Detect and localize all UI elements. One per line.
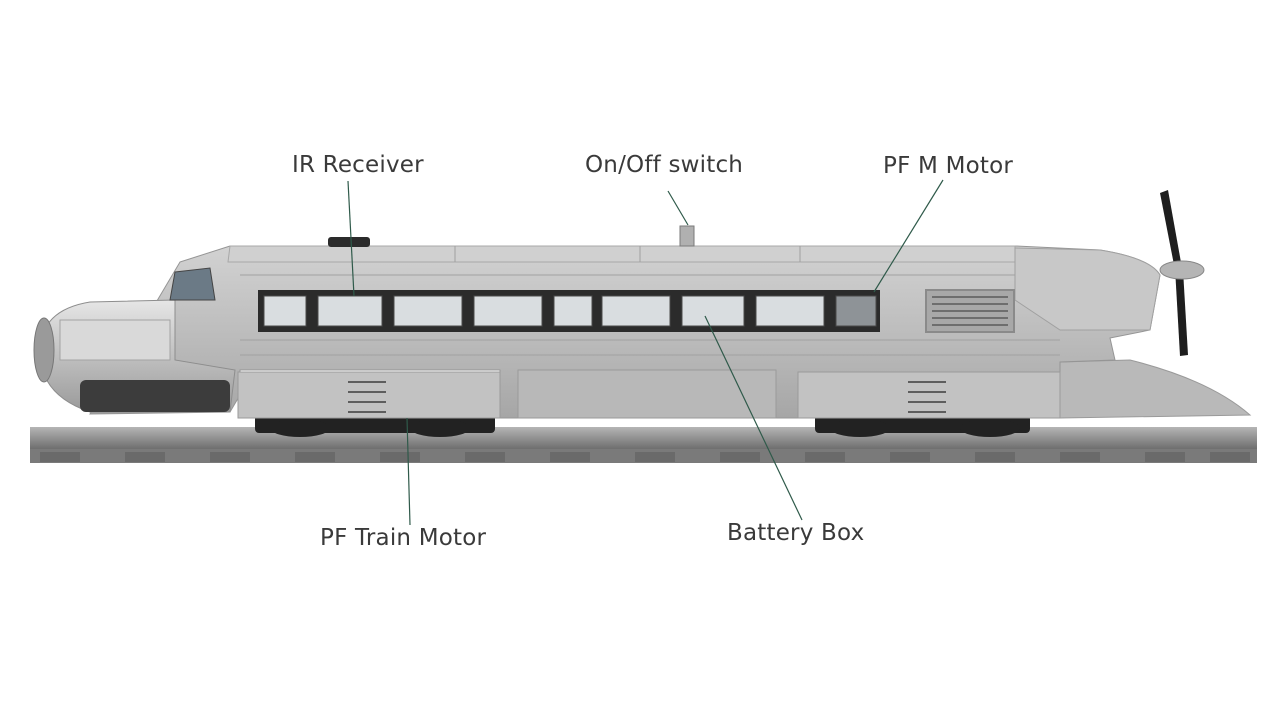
- label-on-off-switch: On/Off switch: [585, 152, 744, 178]
- label-ir-receiver: IR Receiver: [292, 152, 424, 178]
- nose-underside: [80, 380, 230, 412]
- leader-ir-receiver: [347, 180, 355, 297]
- rear-motor-box: [797, 371, 1061, 419]
- leader-battery-box: [704, 315, 803, 521]
- leader-pf-train-motor: [406, 417, 411, 526]
- windows: [263, 295, 877, 327]
- tail-fairing: [1059, 359, 1252, 419]
- leader-lines: [347, 179, 944, 526]
- propeller: [1159, 190, 1205, 356]
- track: [30, 427, 1257, 463]
- headlight: [33, 317, 55, 383]
- front-motor-box: [237, 371, 501, 419]
- wheels: [255, 415, 1030, 437]
- roof-hatch: [328, 237, 370, 247]
- propeller-hub: [1159, 260, 1205, 280]
- nose-panel: [59, 319, 171, 361]
- leader-on-off-switch: [667, 190, 689, 226]
- label-pf-train-motor: PF Train Motor: [320, 525, 487, 551]
- panel-lines: [240, 246, 1060, 356]
- rail: [30, 427, 1257, 449]
- rear-grille: [925, 289, 1015, 333]
- sleepers: [40, 452, 1250, 462]
- label-battery-box: Battery Box: [727, 520, 865, 546]
- leader-pf-m-motor: [873, 179, 944, 293]
- rear-wedge: [1014, 247, 1161, 331]
- propeller-blade-upper: [1160, 190, 1182, 270]
- on-off-switch-knob: [679, 225, 695, 247]
- label-pf-m-motor: PF M Motor: [883, 153, 1014, 179]
- center-skirt: [517, 369, 777, 419]
- propeller-blade-lower: [1175, 268, 1188, 356]
- cab-window: [169, 267, 216, 301]
